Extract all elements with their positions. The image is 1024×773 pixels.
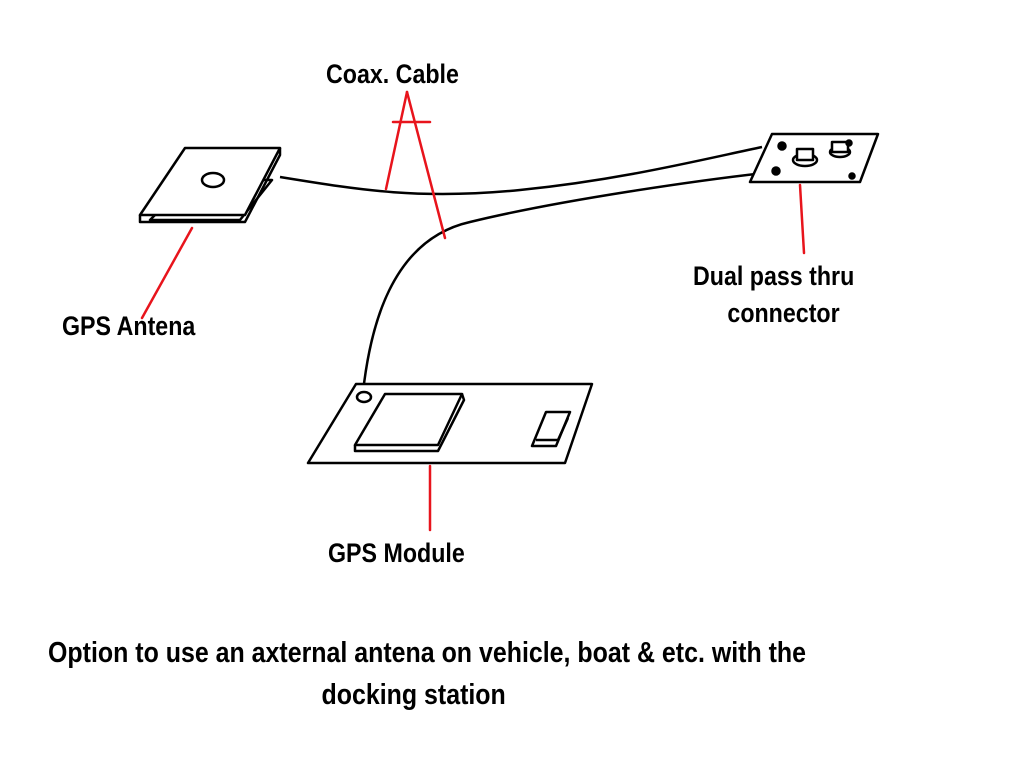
connector-knob-left-top	[795, 147, 815, 162]
connector-port-1	[777, 141, 787, 151]
dual-connector-label-line1: Dual pass thru	[693, 261, 855, 291]
pointer-arrows	[140, 90, 806, 532]
connector-knob-right-top	[830, 140, 850, 154]
gps-module-label: GPS Module	[328, 538, 465, 568]
antenna-pointer	[140, 226, 194, 320]
gps-antenna	[138, 146, 282, 224]
coax-pointer-1	[384, 90, 409, 191]
dual-connector-label: Dual pass thru connector	[693, 258, 854, 332]
gps-antenna-edge	[138, 148, 282, 224]
connector-screw-1	[845, 139, 853, 147]
caption-line2: docking station	[321, 679, 506, 711]
diagram-caption: Option to use an axternal antena on vehi…	[48, 632, 908, 716]
gps-antenna-label: GPS Antena	[62, 311, 196, 341]
dual-connector-label-line2: connector	[727, 298, 840, 328]
dual-pass-thru-connector	[748, 132, 880, 184]
coax-pointer-2	[405, 90, 447, 240]
connector-screw-2	[848, 172, 856, 180]
gps-module-chip-edge	[353, 393, 466, 453]
gps-module	[306, 382, 594, 465]
coax-cable-antenna	[279, 145, 763, 196]
gps-antenna-hole	[200, 171, 226, 189]
coax-cable-label: Coax. Cable	[326, 59, 459, 89]
gps-module-socket	[530, 410, 572, 448]
connector-pointer	[798, 183, 806, 255]
coax-cable-module	[361, 170, 774, 393]
caption-line1: Option to use an axternal antena on vehi…	[48, 637, 807, 669]
gps-module-socket-inner	[536, 417, 570, 442]
gps-antenna-body	[138, 146, 282, 217]
gps-module-port	[355, 390, 373, 404]
connector-port-2	[771, 166, 781, 176]
